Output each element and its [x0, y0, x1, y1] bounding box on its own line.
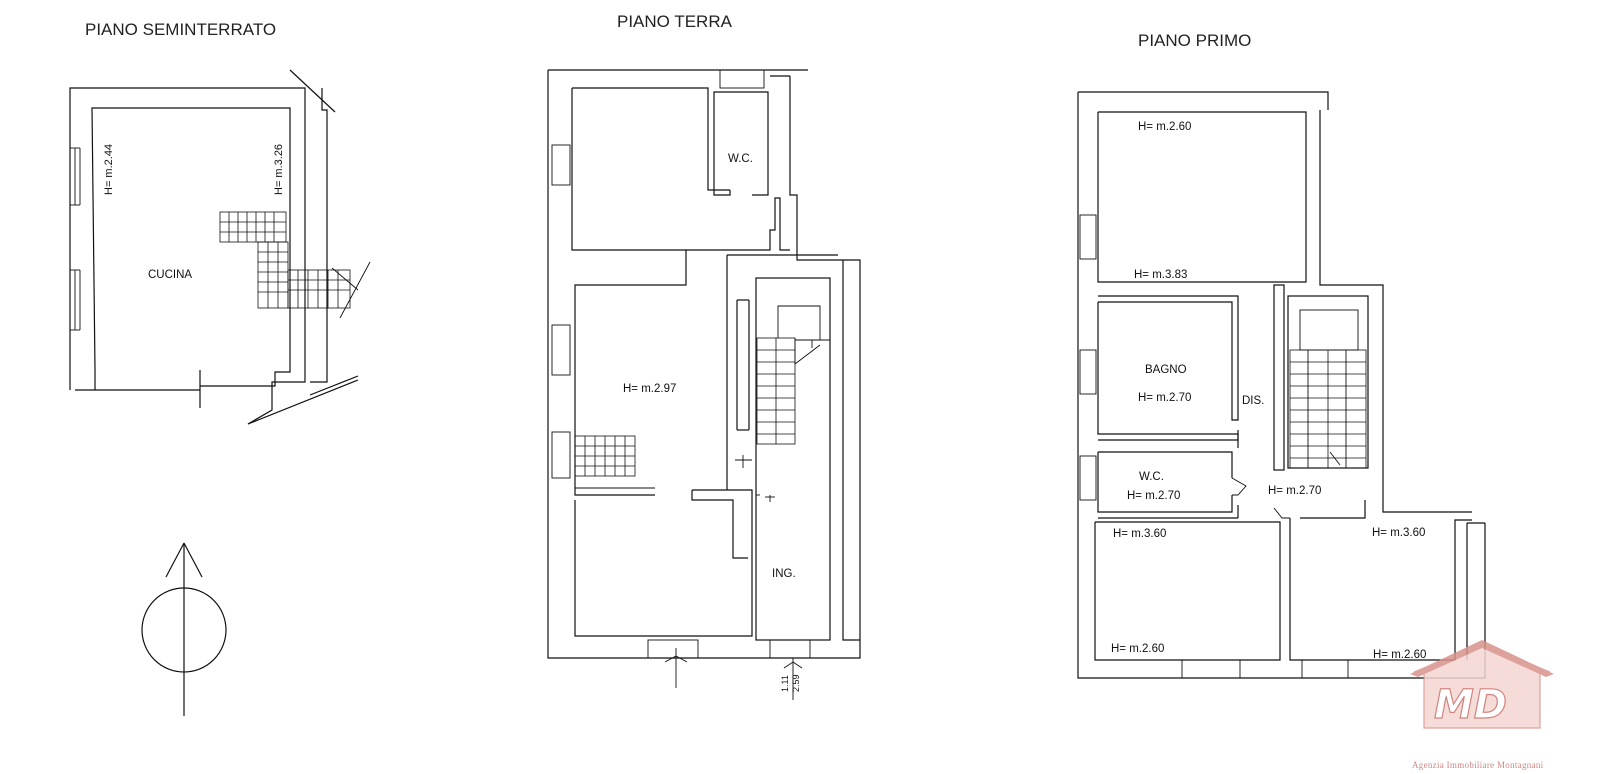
first-windows: [1079, 214, 1097, 501]
north-arrow-icon: [141, 542, 227, 716]
basement-window-upper: [70, 147, 81, 206]
first-bottom-left-height-top: H= m.3.60: [1113, 528, 1166, 540]
first-bottom-right-height-bottom: H= m.2.60: [1373, 649, 1426, 661]
logo-mark: MD: [1434, 682, 1507, 728]
basement-inner-wall: [91, 107, 291, 387]
first-bottom-windows: [1181, 659, 1349, 679]
first-top-height-2: H= m.3.83: [1134, 269, 1187, 281]
first-wc-label: W.C.: [1139, 471, 1164, 483]
basement-window-lower: [70, 269, 81, 331]
ground-ing-label: ING.: [772, 568, 796, 580]
first-bagno-height: H= m.2.70: [1138, 392, 1191, 404]
basement-stair: [219, 211, 371, 319]
first-bottom-left-height-bottom: H= m.2.60: [1111, 643, 1164, 655]
first-floor-plan: PIANO PRIMO: [1077, 31, 1486, 679]
first-top-height-1: H= m.2.60: [1138, 121, 1191, 133]
ground-floor-plan: PIANO TERRA: [547, 12, 861, 700]
first-dis-label: DIS.: [1242, 395, 1264, 407]
ground-wc-label: W.C.: [728, 153, 753, 165]
first-wc-height: H= m.2.70: [1127, 490, 1180, 502]
ground-entrance: [647, 639, 811, 700]
first-bagno-label: BAGNO: [1145, 364, 1187, 376]
basement-room-label: CUCINA: [148, 269, 192, 281]
first-outer-wall: [1077, 92, 1486, 679]
ground-height-label: H= m.2.97: [623, 383, 676, 395]
first-stair: [1289, 309, 1367, 469]
ground-windows: [551, 144, 571, 479]
logo-tagline: Agenzia Immobiliare Montagnani: [1412, 760, 1544, 770]
ground-stair: [735, 305, 830, 502]
first-floor-title: PIANO PRIMO: [1138, 31, 1251, 50]
ground-dim-2: 2.59: [791, 674, 801, 692]
basement-outer-wall: [69, 87, 306, 425]
first-bottom-right-height-top: H= m.3.60: [1372, 527, 1425, 539]
basement-height-left: H= m.2.44: [103, 144, 115, 195]
basement-plan: PIANO SEMINTERRATO: [69, 20, 371, 425]
ground-outer-wall: [547, 70, 861, 659]
first-dis-height: H= m.2.70: [1268, 485, 1321, 497]
ground-dim-1: 1.11: [780, 675, 790, 692]
agency-logo: MD Agenzia Immobiliare Montagnani: [1410, 640, 1554, 770]
basement-title: PIANO SEMINTERRATO: [85, 20, 276, 39]
ground-floor-title: PIANO TERRA: [617, 12, 733, 31]
basement-height-right: H= m.3.26: [273, 144, 285, 195]
ground-small-stair: [574, 435, 655, 489]
